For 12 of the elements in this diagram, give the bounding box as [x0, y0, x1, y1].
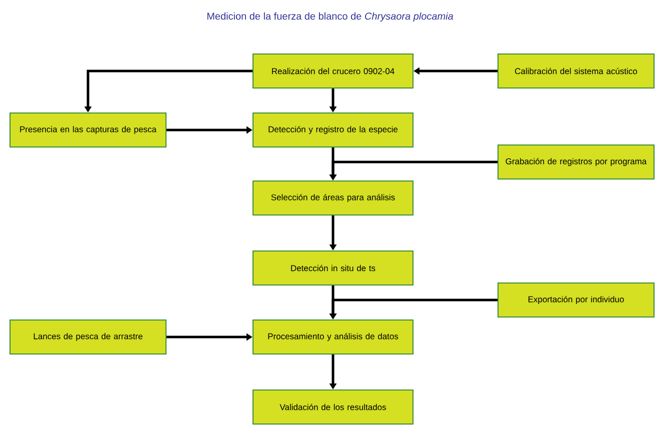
- process-box: Detección y registro de la especie: [252, 112, 414, 148]
- process-box: Exportación por individuo: [498, 282, 654, 318]
- process-box: Lances de pesca de arrastre: [10, 320, 166, 354]
- process-box: Presencia en las capturas de pesca: [10, 112, 166, 148]
- title: Medicion de la fuerza de blanco de Chrysaora plocamia: [207, 12, 454, 22]
- process-box: Selección de áreas para análisis: [252, 180, 414, 216]
- process-box: Calibración del sistema acústico: [498, 54, 654, 88]
- process-box: Validación de los resultados: [252, 390, 414, 424]
- process-box: Detección in situ de ts: [252, 250, 414, 286]
- process-box: Grabación de registros por programa: [498, 144, 654, 180]
- process-box: Procesamiento y análisis de datos: [252, 320, 414, 354]
- process-box: Realización del crucero 0902-04: [252, 54, 414, 88]
